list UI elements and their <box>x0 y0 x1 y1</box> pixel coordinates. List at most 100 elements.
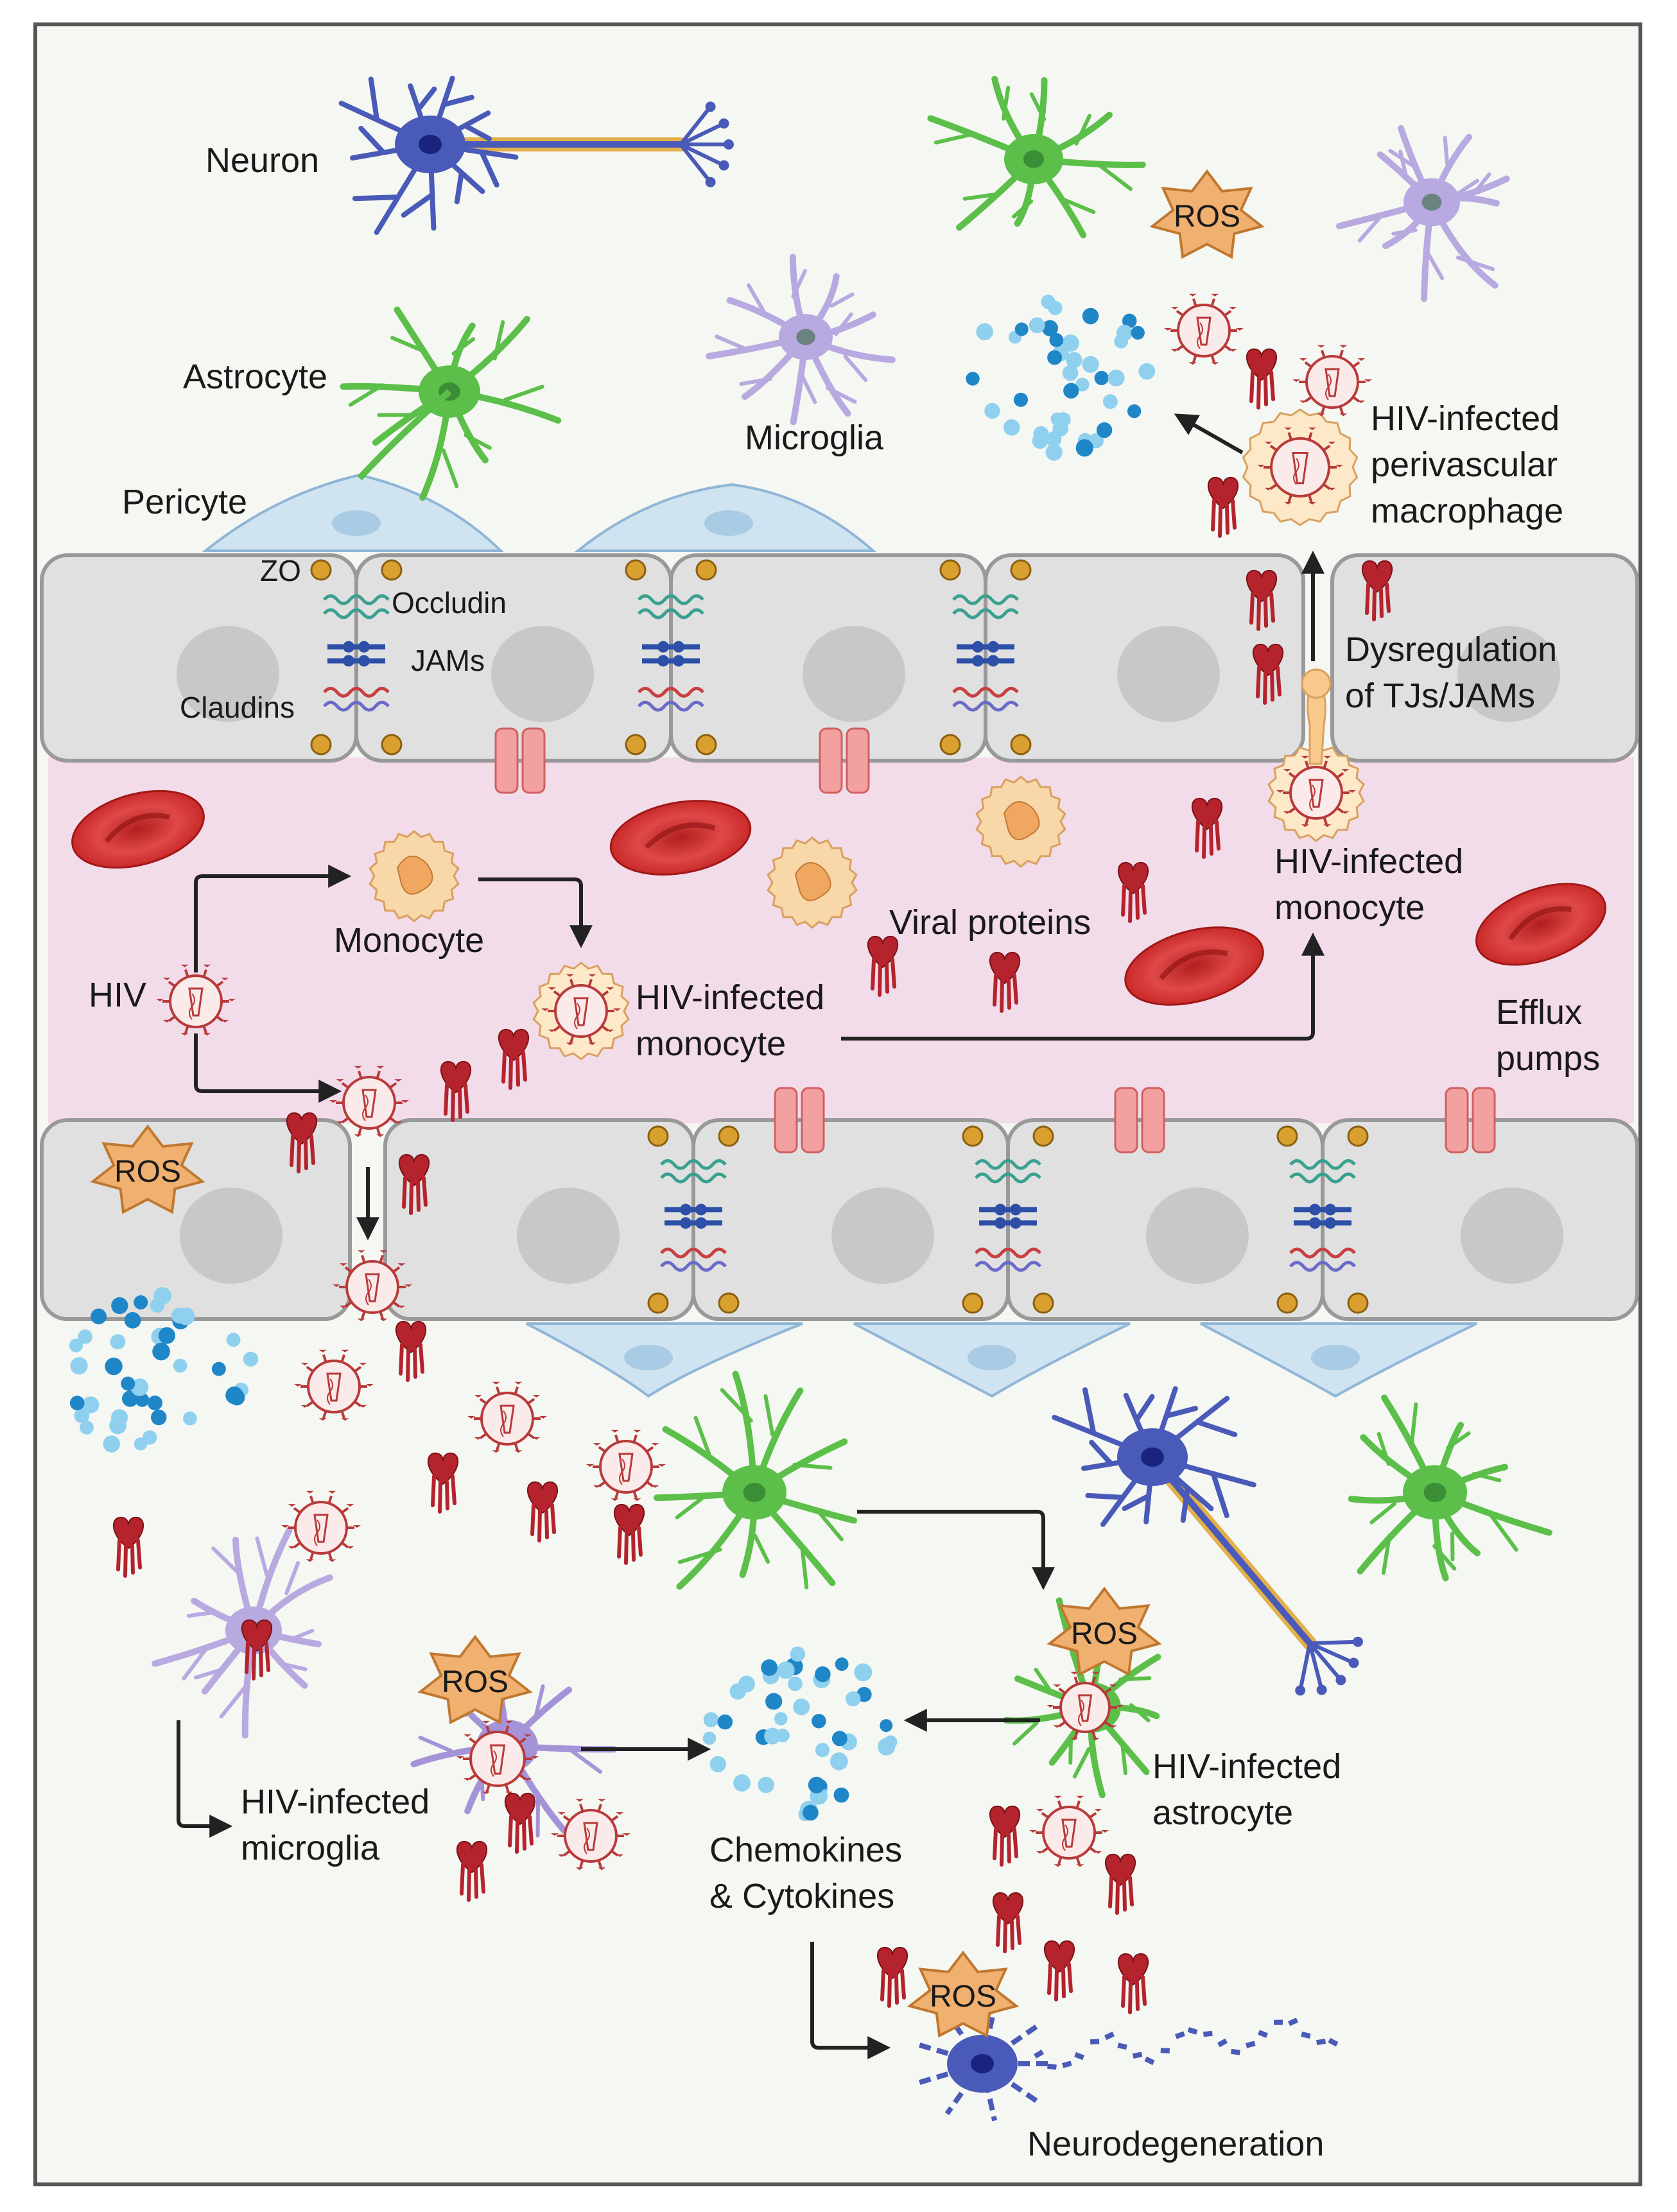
cytokine <box>148 1395 162 1410</box>
envelope <box>482 1393 533 1444</box>
blood-lumen <box>48 757 1634 1123</box>
pump-half <box>847 729 869 793</box>
zo-protein <box>1278 1293 1297 1313</box>
cytokine <box>774 1712 788 1725</box>
cytokine <box>1029 317 1045 333</box>
soma-nucleus <box>419 135 442 154</box>
zo-protein <box>963 1293 982 1313</box>
label-line: & Cytokines <box>709 1877 894 1915</box>
axon-terminal <box>1310 1642 1355 1643</box>
label-line: monocyte <box>1274 888 1425 927</box>
zo-protein <box>963 1127 982 1146</box>
cytokine <box>1014 393 1028 407</box>
label-line: microglia <box>241 1829 380 1867</box>
jam-protein <box>972 655 984 666</box>
terminal-bouton <box>706 101 716 112</box>
cytokine <box>82 1396 99 1413</box>
cytokine <box>105 1358 122 1375</box>
label-line: macrophage <box>1371 492 1563 530</box>
cytokine <box>880 1719 892 1732</box>
cytokine <box>125 1312 141 1329</box>
jam-protein <box>680 1204 691 1215</box>
cytokine <box>1095 371 1109 385</box>
cytokine <box>111 1297 128 1314</box>
ros-label: ROS <box>114 1155 181 1189</box>
cell-nucleus <box>1422 194 1442 211</box>
cytokine <box>884 1735 898 1749</box>
cytokine <box>143 1430 157 1444</box>
label-line: astrocyte <box>1152 1793 1293 1832</box>
cytokine <box>173 1359 187 1373</box>
cytokine <box>1046 431 1061 447</box>
jam-protein <box>1309 1217 1321 1229</box>
pericyte-nucleus <box>332 510 381 536</box>
jam-protein <box>1309 1204 1321 1215</box>
cytokine <box>134 1295 148 1309</box>
cytokine <box>153 1287 171 1304</box>
jam-protein <box>987 655 999 666</box>
jam-protein <box>1010 1204 1021 1215</box>
jam-protein <box>1325 1204 1336 1215</box>
pump-half <box>523 729 544 793</box>
cytokine <box>1127 404 1141 418</box>
envelope <box>1290 767 1342 818</box>
jam-protein <box>657 655 669 666</box>
cytokine <box>1049 333 1063 347</box>
cytokine <box>1117 325 1133 341</box>
cytokine <box>1063 365 1079 381</box>
jam-protein <box>673 641 684 653</box>
jam-protein <box>995 1204 1006 1215</box>
envelope <box>1271 438 1329 496</box>
pump-half <box>496 729 517 793</box>
zo-protein <box>719 1127 738 1146</box>
cytokine <box>730 1683 746 1699</box>
envelope <box>170 976 222 1027</box>
cytokine <box>710 1756 726 1772</box>
envelope <box>1061 1683 1109 1732</box>
envelope <box>295 1502 347 1553</box>
envelope <box>1178 305 1230 356</box>
nucleus <box>1117 626 1220 722</box>
cytokine <box>110 1334 125 1349</box>
terminal-bouton <box>719 118 729 128</box>
zo-protein <box>382 560 401 580</box>
cytokine <box>733 1774 751 1792</box>
cytokine <box>1097 422 1112 438</box>
cytokine <box>815 1666 830 1682</box>
axon-fragment <box>1161 2048 1170 2053</box>
axon-fragment <box>1203 2031 1213 2037</box>
cytokine <box>229 1390 245 1406</box>
zo-protein <box>311 560 331 580</box>
cytokine <box>71 1357 88 1374</box>
envelope <box>600 1441 652 1492</box>
terminal-bouton <box>724 139 734 150</box>
pump-half <box>1142 1088 1164 1152</box>
label-neurodegeneration: Neurodegeneration <box>1027 2125 1324 2163</box>
axon-fragment <box>1274 2020 1283 2025</box>
cytokine <box>1131 326 1145 340</box>
zo-protein <box>1011 735 1030 754</box>
cytokine <box>121 1376 135 1390</box>
soma-nucleus <box>971 2054 994 2073</box>
cytokine <box>846 1691 860 1706</box>
pericyte-nucleus <box>704 510 753 536</box>
zo-protein <box>382 735 401 754</box>
zo-protein <box>1348 1127 1368 1146</box>
cytokine <box>976 323 993 340</box>
nucleus <box>517 1188 620 1284</box>
label-hiv: HIV <box>89 976 146 1014</box>
zo-protein <box>941 560 960 580</box>
axon-fragment <box>1090 2039 1099 2044</box>
label-line: Efflux <box>1496 993 1582 1032</box>
cytokine <box>1082 308 1099 325</box>
label-line: of TJs/JAMs <box>1345 677 1535 715</box>
zo-protein <box>648 1293 668 1313</box>
jam-protein <box>680 1217 691 1229</box>
cytokine <box>243 1352 258 1367</box>
cell-branch <box>1070 1739 1071 1763</box>
label-line: Chemokines <box>709 1831 902 1869</box>
terminal-bouton <box>1317 1685 1327 1695</box>
cytokine <box>1004 419 1020 436</box>
jam-protein <box>1325 1217 1336 1229</box>
